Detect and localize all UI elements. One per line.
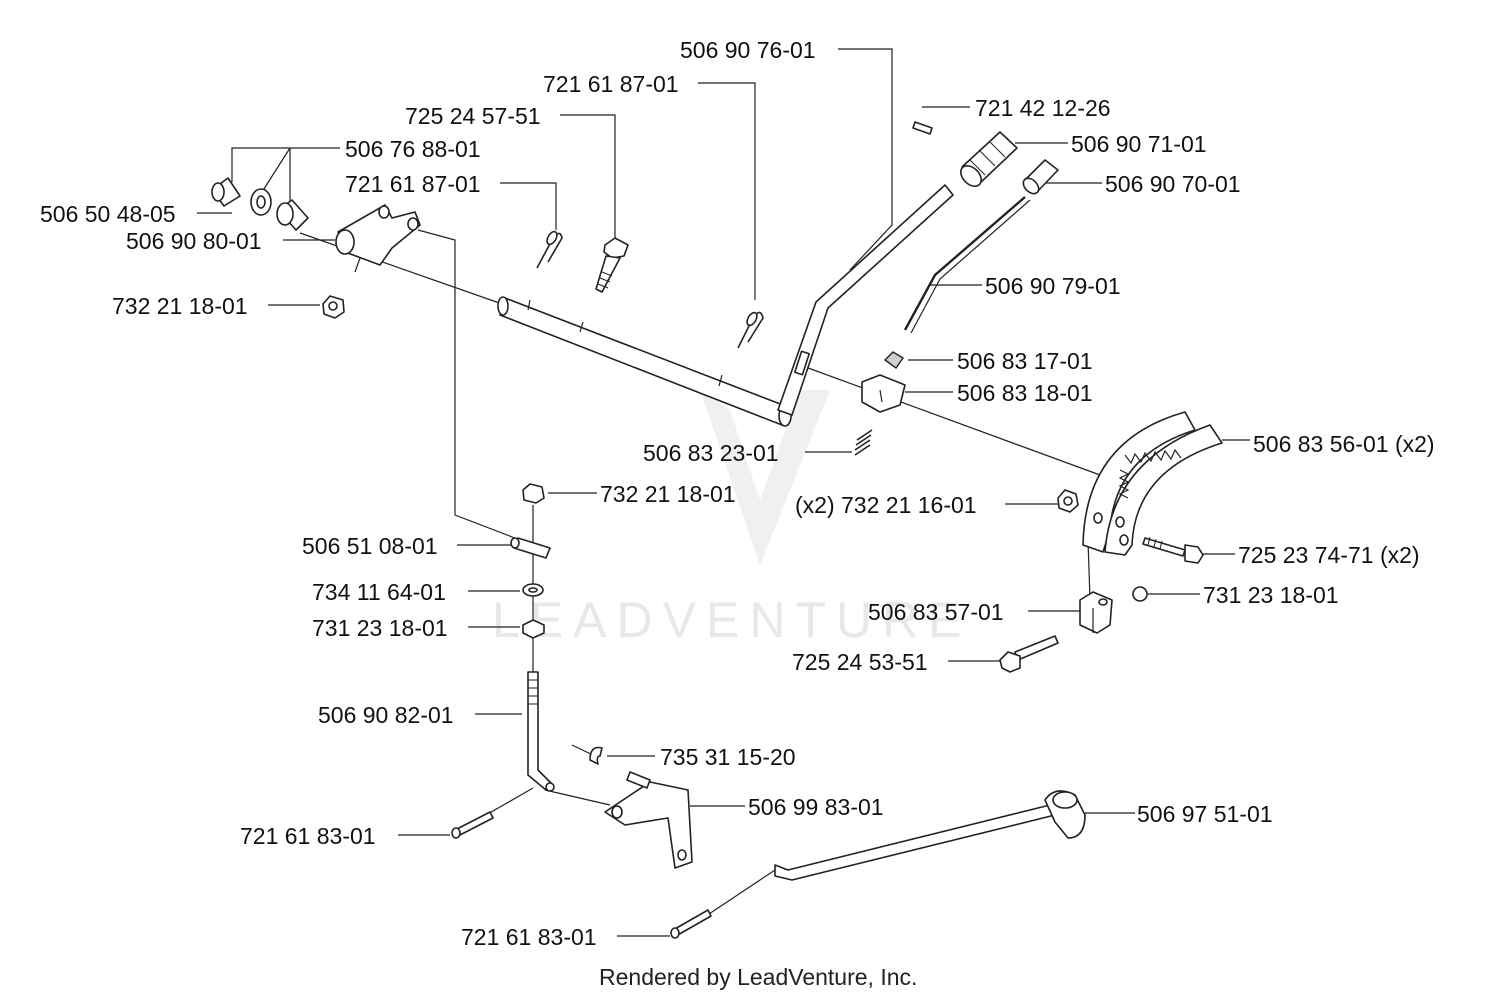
- hex-nut-rod-top: [522, 483, 545, 504]
- pawl: [883, 351, 905, 369]
- hex-bolt-lower: [999, 635, 1059, 673]
- clevis-pin: [451, 811, 494, 839]
- part-label-506835701[interactable]: 506 83 57-01: [868, 599, 1004, 625]
- part-label-506975101[interactable]: 506 97 51-01: [1137, 801, 1273, 827]
- release-knob: [1022, 159, 1059, 195]
- qty-x2-732211601: (x2): [795, 492, 835, 518]
- part-label-506831801[interactable]: 506 83 18-01: [957, 380, 1093, 406]
- qty-x2-725237471: (x2): [1380, 542, 1420, 568]
- footer-credit: Rendered by LeadVenture, Inc.: [599, 964, 917, 990]
- bushing-set: [211, 177, 309, 231]
- main-shaft: [497, 296, 792, 427]
- pivot-arm: [604, 771, 693, 869]
- watermark-logo: [700, 390, 830, 565]
- part-label-506510801[interactable]: 506 51 08-01: [302, 533, 438, 559]
- hairpin-clips: [536, 230, 764, 349]
- part-label-732211801-top[interactable]: 732 21 18-01: [112, 293, 248, 319]
- hex-nut-small: [1057, 489, 1079, 513]
- flange-nut-right: [1132, 586, 1148, 602]
- handle-lever: [777, 184, 954, 416]
- part-label-721618301-bottom[interactable]: 721 61 83-01: [461, 924, 597, 950]
- qty-x2-506835601: (x2): [1395, 431, 1435, 457]
- part-label-721421226[interactable]: 721 42 12-26: [975, 95, 1111, 121]
- part-label-725245351[interactable]: 725 24 53-51: [792, 649, 928, 675]
- roll-pin: [912, 121, 933, 135]
- spring: [854, 429, 873, 456]
- part-label-506768801[interactable]: 506 76 88-01: [345, 136, 481, 162]
- part-label-731231801-right[interactable]: 731 23 18-01: [1203, 582, 1339, 608]
- parts-drawings: [211, 121, 1223, 939]
- part-label-506832301[interactable]: 506 83 23-01: [643, 440, 779, 466]
- part-label-725245751[interactable]: 725 24 57-51: [405, 103, 541, 129]
- part-label-506907101[interactable]: 506 90 71-01: [1071, 131, 1207, 157]
- washer: [522, 583, 544, 597]
- hex-bolt-segment: [1142, 536, 1204, 564]
- part-label-506907001[interactable]: 506 90 70-01: [1105, 171, 1241, 197]
- part-label-506907901[interactable]: 506 90 79-01: [985, 273, 1121, 299]
- part-label-732211801[interactable]: 732 21 18-01: [600, 481, 736, 507]
- part-label-725237471[interactable]: 725 23 74-71 (x2): [1238, 542, 1420, 568]
- leader-lines: [197, 48, 1250, 937]
- part-label-721618701-top[interactable]: 721 61 87-01: [543, 71, 679, 97]
- retaining-clip: [589, 746, 603, 765]
- watermark-text: LEADVENTURE: [492, 592, 972, 648]
- clamp-block: [1079, 591, 1113, 634]
- part-label-506504805[interactable]: 506 50 48-05: [40, 201, 176, 227]
- part-label-734116401[interactable]: 734 11 64-01: [312, 579, 446, 605]
- part-labels: 506 90 76-01 721 61 87-01 721 42 12-26 7…: [40, 37, 1435, 950]
- adjust-rod: [527, 671, 555, 792]
- ratchet-block: [861, 374, 906, 413]
- pivot-pin: [510, 537, 551, 559]
- lock-nut: [322, 295, 345, 319]
- part-label-721618301[interactable]: 721 61 83-01: [240, 823, 376, 849]
- part-label-506998301[interactable]: 506 99 83-01: [748, 794, 884, 820]
- part-label-732211601[interactable]: (x2) 732 21 16-01: [795, 492, 977, 518]
- release-rod: [903, 196, 1031, 334]
- part-label-506835601[interactable]: 506 83 56-01 (x2): [1253, 431, 1435, 457]
- hex-bolt-upper: [595, 237, 629, 293]
- flange-nut: [522, 619, 545, 639]
- part-label-735311520[interactable]: 735 31 15-20: [660, 744, 796, 770]
- clevis-pin-bottom: [670, 909, 712, 939]
- part-label-731231801[interactable]: 731 23 18-01: [312, 615, 448, 641]
- part-label-721618701[interactable]: 721 61 87-01: [345, 171, 481, 197]
- pivot-bracket: [335, 204, 421, 273]
- part-label-506907601[interactable]: 506 90 76-01: [680, 37, 816, 63]
- ratchet-segment: [1082, 411, 1223, 556]
- handle-knob: [960, 131, 1018, 187]
- link-rod: [774, 790, 1086, 881]
- part-label-506908201[interactable]: 506 90 82-01: [318, 702, 454, 728]
- part-label-506831701[interactable]: 506 83 17-01: [957, 348, 1093, 374]
- part-label-506908001[interactable]: 506 90 80-01: [126, 228, 262, 254]
- watermark: LEADVENTURE: [492, 390, 972, 648]
